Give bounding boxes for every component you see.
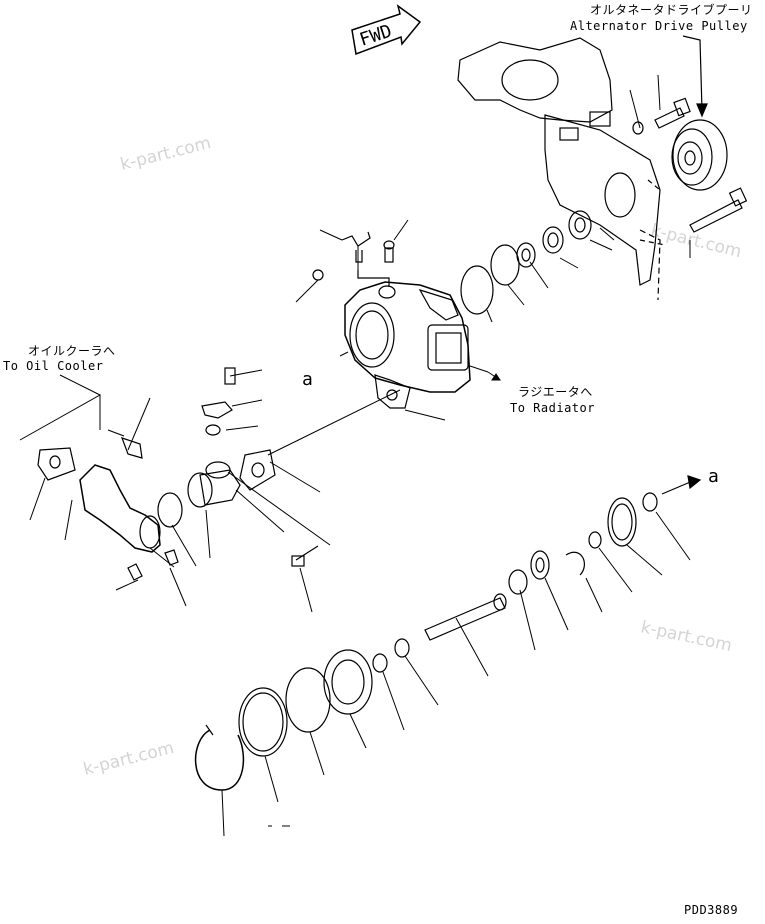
plug-fittings [127,549,179,581]
alternator-drive-pulley [671,119,728,191]
bearing-set [460,210,592,315]
forward-arrow-icon: FWD [351,4,422,56]
alternator-label-jp: オルタネータドライブプーリ [590,2,753,17]
seal-rings [194,638,410,791]
water-pump-body [344,281,471,409]
pump-shaft-assembly [424,475,702,641]
leader-lines [19,74,691,837]
oil-cooler-label-en: To Oil Cooler [3,359,103,373]
radiator-label-jp: ラジエータへ [518,385,593,399]
oil-cooler-pipe [37,429,161,553]
alternator-leader [682,35,708,118]
radiator-label-en: To Radiator [510,401,595,415]
reference-mark-a: a [302,369,313,390]
watermark: k-part.com [81,738,176,780]
elbow-and-gasket [157,367,319,567]
watermark: k-part.com [639,617,734,656]
watermark: k-part.com [118,133,213,175]
oil-cooler-label-jp: オイルクーラへ [28,344,116,358]
reference-mark-a: a [708,466,719,487]
drawing-id: PDD3889 [684,903,738,917]
alternator-label-en: Alternator Drive Pulley [570,19,748,33]
forward-arrow-label: FWD [357,21,394,51]
pump-top-fittings [312,231,395,287]
front-cover-housing [457,37,666,301]
watermark: k-part.com [649,220,744,262]
